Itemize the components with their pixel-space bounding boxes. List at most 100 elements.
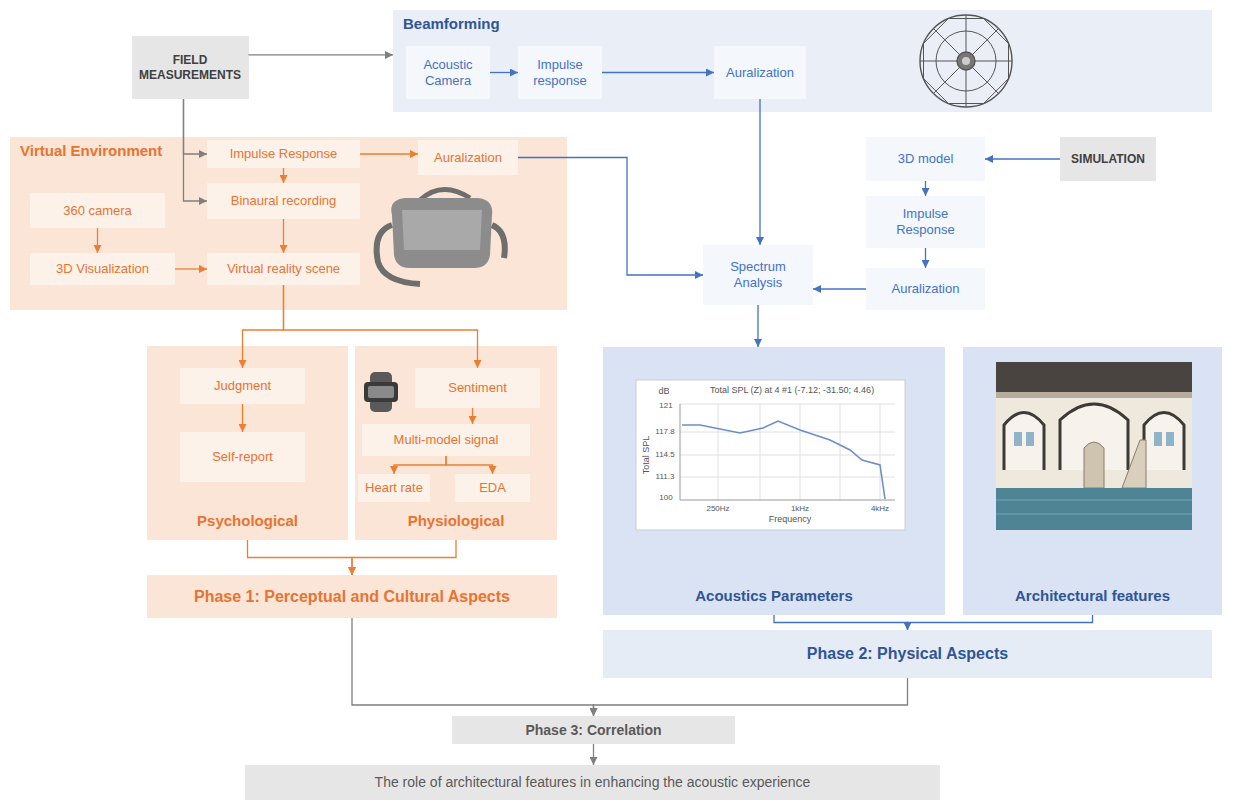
flow-arrow xyxy=(925,181,926,196)
flow-arrow xyxy=(283,168,284,183)
process-box: Impulse Response xyxy=(207,140,360,168)
box-text: Self-report xyxy=(212,449,273,465)
vr-headset-illustration xyxy=(377,189,505,284)
mosque-interior-illustration-part xyxy=(996,362,1192,392)
microphone-array-illustration-part xyxy=(962,57,970,65)
source-box: SIMULATION xyxy=(1060,137,1156,181)
group-panel: PsychologicalJudgmentSelf-report xyxy=(147,346,348,540)
chart-label-anchor: Total SPL (Z) at 4 #1 (-7.12; -31.50; 4.… xyxy=(710,386,874,396)
box-text: Multi-model signal xyxy=(394,432,499,448)
process-box: EDA xyxy=(455,474,530,502)
phase-box: Phase 1: Perceptual and Cultural Aspects xyxy=(147,575,557,618)
phase-box: Phase 3: Correlation xyxy=(452,716,735,744)
process-box: Sentiment xyxy=(415,368,540,408)
box-text: Auralization xyxy=(892,281,960,297)
vr-headset-illustration-part xyxy=(402,210,482,250)
box-text: The role of architectural features in en… xyxy=(375,774,811,791)
flow-arrow xyxy=(813,288,866,289)
flow-arrow xyxy=(242,404,243,432)
box-text: Judgment xyxy=(214,378,271,394)
flow-arrow xyxy=(284,285,478,368)
process-box: Impulse response xyxy=(518,46,602,99)
box-text: Impulse response xyxy=(524,57,596,88)
box-text: Sentiment xyxy=(448,380,507,396)
group-title: Beamforming xyxy=(403,15,500,33)
mosque-interior-illustration-part xyxy=(1084,442,1104,488)
wristband-illustration-part xyxy=(364,382,398,402)
mosque-interior-illustration-part xyxy=(1154,432,1162,446)
flow-arrow xyxy=(925,248,926,268)
wristband-illustration-part xyxy=(368,386,394,398)
chart-label: Total SPL xyxy=(642,436,652,475)
chart-label: 121 xyxy=(659,402,672,411)
flow-arrow xyxy=(759,99,760,245)
flow-arrow xyxy=(283,219,284,253)
microphone-array-illustration-part xyxy=(920,15,1012,107)
chart-label: 250Hz xyxy=(706,505,729,514)
chart-label-anchor: 114.5 xyxy=(655,451,674,460)
flow-arrow xyxy=(593,744,594,765)
box-text: 3D model xyxy=(898,151,954,167)
spectrum-chart-illustration-part xyxy=(682,421,885,499)
flow-arrow xyxy=(472,408,473,424)
box-text: 360 camera xyxy=(63,203,132,219)
chart-label-anchor: 4kHz xyxy=(871,505,889,514)
box-text: Phase 1: Perceptual and Cultural Aspects xyxy=(194,587,510,606)
flow-arrow xyxy=(248,540,353,575)
flow-arrow xyxy=(360,153,418,154)
spectrum-chart-illustration-part xyxy=(636,380,905,530)
chart-label-anchor: Total SPL xyxy=(642,436,652,475)
vr-headset-illustration-part xyxy=(492,225,505,258)
group-title: Acoustics Parameters xyxy=(695,587,853,605)
chart-label: 4kHz xyxy=(871,505,889,514)
mosque-interior-illustration-part xyxy=(1014,432,1022,446)
group-title: Architectural features xyxy=(1015,587,1170,605)
flow-arrow xyxy=(985,158,1060,159)
group-title: Physiological xyxy=(408,512,505,530)
microphone-array-illustration-part xyxy=(920,15,1012,107)
chart-label: 100 xyxy=(659,494,672,503)
flow-arrow xyxy=(243,285,284,368)
chart-label-anchor: Frequency xyxy=(769,515,812,525)
flow-arrow xyxy=(97,228,98,253)
process-box: Binaural recording xyxy=(207,183,360,219)
mosque-interior-illustration-part xyxy=(996,392,1192,398)
vr-headset-illustration-part xyxy=(391,198,492,268)
microphone-array-illustration-part xyxy=(957,52,975,70)
flow-arrow xyxy=(490,72,518,73)
mosque-interior-illustration-part xyxy=(1166,432,1174,446)
flow-arrow xyxy=(446,456,493,474)
box-text: Impulse Response xyxy=(886,206,966,237)
flow-arrow xyxy=(518,158,703,276)
process-box: 3D Visualization xyxy=(30,253,175,285)
box-text: Auralization xyxy=(726,65,794,81)
chart-label: dB xyxy=(658,387,669,397)
mosque-interior-illustration-part xyxy=(1026,432,1034,446)
process-box: Auralization xyxy=(866,268,985,310)
phase-box: Phase 2: Physical Aspects xyxy=(603,630,1212,678)
process-box: Heart rate xyxy=(358,474,430,502)
process-box: 360 camera xyxy=(30,193,165,228)
chart-label-anchor: dB xyxy=(658,387,669,397)
box-text: Acoustic Camera xyxy=(412,57,484,88)
process-box: Auralization xyxy=(714,46,806,99)
box-text: Binaural recording xyxy=(231,193,337,209)
mosque-interior-illustration xyxy=(996,362,1192,530)
chart-label: Frequency xyxy=(769,515,812,525)
box-text: FIELD MEASUREMENTS xyxy=(138,53,243,82)
group-band: BeamformingAcoustic Camera Impulse respon… xyxy=(393,10,1212,112)
mosque-interior-illustration-part xyxy=(996,362,1192,530)
spectrum-chart-illustration-part xyxy=(680,404,895,500)
box-text: Heart rate xyxy=(365,480,423,496)
mosque-interior-illustration-part xyxy=(996,488,1192,530)
box-text: Impulse Response xyxy=(230,146,338,162)
process-box: Auralization xyxy=(418,140,518,175)
flow-arrow xyxy=(249,54,394,55)
box-text: Auralization xyxy=(434,150,502,166)
process-box: Multi-model signal xyxy=(362,424,530,456)
chart-label: Total SPL (Z) at 4 #1 (-7.12; -31.50; 4.… xyxy=(710,386,874,396)
chart-label-anchor: 100 xyxy=(659,494,672,503)
flow-arrow xyxy=(175,268,207,269)
box-text: SIMULATION xyxy=(1071,152,1145,166)
